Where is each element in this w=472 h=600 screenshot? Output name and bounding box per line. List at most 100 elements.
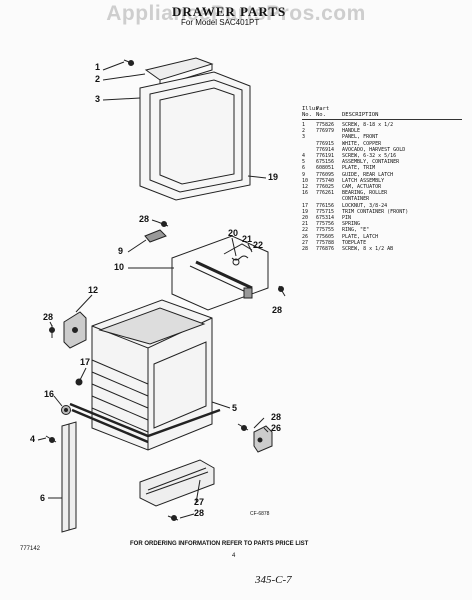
header-part: Part <box>316 106 330 112</box>
header-rule <box>302 119 462 120</box>
illus-cell: 12 <box>302 184 309 191</box>
callout-28-right: 28 <box>272 305 283 315</box>
illus-cell: 17 <box>302 202 309 209</box>
illus-cell: 26 <box>302 233 309 240</box>
parts-table-row: 9 776095 GUIDE, REAR LATCH <box>302 172 462 178</box>
callout-28-top: 28 <box>139 214 150 224</box>
description-cell: LOCKNUT, 3/8-24 <box>342 202 388 209</box>
part-number-cell: 776914 <box>316 146 335 153</box>
callout-28-bottom: 28 <box>194 508 205 518</box>
ordering-footer: FOR ORDERING INFORMATION REFER TO PARTS … <box>130 541 309 547</box>
description-cell: TRIM CONTAINER (FRONT) <box>342 208 409 215</box>
callout-6: 6 <box>40 493 46 503</box>
header-illus: Illus. <box>302 106 322 112</box>
description-cell: SCREW, 8 x 1/2 AB <box>342 246 394 253</box>
description-cell: GUIDE, REAR LATCH <box>342 171 394 178</box>
illus-cell: 10 <box>302 177 309 184</box>
part-number-cell: 775715 <box>316 208 335 215</box>
roller-bearing-part <box>61 405 71 415</box>
screw-part <box>45 435 57 443</box>
locknut-part <box>75 378 83 386</box>
toeplate-part <box>139 459 215 507</box>
part-number-cell: 775826 <box>316 122 335 128</box>
callout-28-left: 28 <box>43 312 54 322</box>
callout-3: 3 <box>95 94 101 104</box>
callout-22: 22 <box>253 240 264 250</box>
description-cell: PLATE, LATCH <box>342 233 379 240</box>
description-cell: PANEL, FRONT <box>342 134 379 141</box>
header-description: DESCRIPTION <box>342 112 379 118</box>
description-cell: SCREW, 6-32 x 5/16 <box>342 153 397 160</box>
part-number-cell: 776095 <box>316 171 335 178</box>
container-part <box>69 299 221 451</box>
page-title: DRAWER PARTS <box>172 4 287 19</box>
parts-table-header: Illus. Part <box>302 106 462 112</box>
screw-part <box>49 325 55 338</box>
screw-part <box>157 221 169 227</box>
parts-table-row: CONTAINER <box>302 196 462 202</box>
illus-cell: 5 <box>302 159 306 166</box>
screw-part <box>278 285 286 297</box>
callout-19: 19 <box>268 172 279 182</box>
illus-cell: 2 <box>302 128 306 135</box>
description-cell: AVOCADO, HARVEST GOLD <box>342 146 406 153</box>
parts-table-row: 776914 AVOCADO, HARVEST GOLD <box>302 147 462 153</box>
part-number-cell: 776156 <box>316 202 335 209</box>
illus-cell: 28 <box>302 246 309 253</box>
trim-plate-part <box>61 421 77 533</box>
page-number: 4 <box>232 553 236 559</box>
part-number-cell: 608051 <box>316 165 335 172</box>
callout-5: 5 <box>232 403 238 413</box>
description-cell: HANDLE <box>342 128 361 135</box>
screw-part <box>167 515 179 521</box>
illus-cell: 4 <box>302 153 306 160</box>
handwritten-note: 345-C-7 <box>255 574 292 586</box>
illus-cell: 21 <box>302 221 309 228</box>
description-cell: ASSEMBLY, CONTAINER <box>342 159 400 166</box>
watermark: AppliancePartsPros.com <box>106 2 366 25</box>
part-number-cell: 776261 <box>316 190 335 197</box>
parts-table-row: 17 776156 LOCKNUT, 3/8-24 <box>302 203 462 209</box>
part-number-cell: 776915 <box>316 140 335 147</box>
callout-1: 1 <box>95 62 101 72</box>
document-code: 777142 <box>20 546 41 552</box>
figure-number: CF-6878 <box>250 511 270 517</box>
description-cell: WHITE, COPPER <box>342 140 382 147</box>
part-number-cell: 775756 <box>316 221 335 228</box>
description-cell: CONTAINER <box>342 196 370 203</box>
illus-cell: 19 <box>302 208 309 215</box>
latch-guide-part <box>144 229 167 243</box>
callout-28-lower: 28 <box>271 412 282 422</box>
callout-16: 16 <box>44 389 55 399</box>
callout-27: 27 <box>194 497 205 507</box>
callout-20: 20 <box>228 228 239 238</box>
front-panel-part <box>139 71 251 201</box>
description-cell: PIN <box>342 215 352 222</box>
description-cell: TOEPLATE <box>342 239 367 246</box>
illus-cell: 9 <box>302 171 306 178</box>
header-partno: No. <box>316 112 326 118</box>
part-number-cell: 775788 <box>316 239 335 246</box>
callout-26: 26 <box>271 423 282 433</box>
latch-assembly-part <box>171 235 269 311</box>
part-number-cell: 675156 <box>316 159 335 166</box>
illus-cell: 20 <box>302 215 309 222</box>
part-number-cell: 776025 <box>316 184 335 191</box>
callout-17: 17 <box>80 357 91 367</box>
callout-12: 12 <box>88 285 99 295</box>
